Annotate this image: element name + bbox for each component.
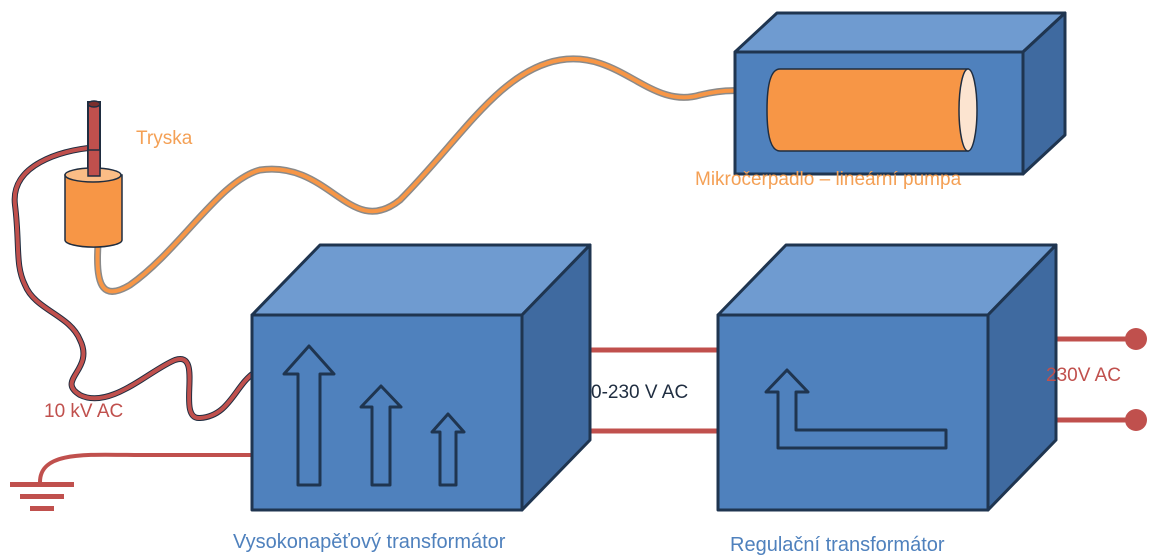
terminal-icon bbox=[1125, 409, 1147, 431]
reg-transformer-box bbox=[716, 243, 1058, 512]
feed-tube bbox=[93, 55, 784, 295]
hv-output-label: 10 kV AC bbox=[44, 401, 123, 422]
mains-label: 230V AC bbox=[1046, 365, 1121, 386]
terminal-icon bbox=[1125, 328, 1147, 350]
arrow-up-right-icon bbox=[764, 368, 948, 450]
ground-wire bbox=[38, 452, 254, 484]
arrow-up-icon bbox=[430, 412, 466, 487]
regulated-voltage-label: 0-230 V AC bbox=[591, 382, 688, 403]
step-up-arrows bbox=[282, 344, 466, 487]
nozzle bbox=[64, 100, 123, 248]
reg-transformer-label: Regulační transformátor bbox=[730, 534, 945, 555]
nozzle-label: Tryska bbox=[136, 128, 193, 149]
arrow-up-icon bbox=[282, 344, 336, 487]
hv-transformer-label: Vysokonapěťový transformátor bbox=[233, 531, 506, 553]
pump-label: Mikročerpadlo – lineární pumpa bbox=[695, 169, 962, 190]
hv-transformer-box bbox=[250, 243, 592, 512]
pump-cylinder bbox=[766, 68, 978, 152]
ground-icon bbox=[10, 482, 74, 511]
arrow-up-icon bbox=[359, 384, 403, 487]
